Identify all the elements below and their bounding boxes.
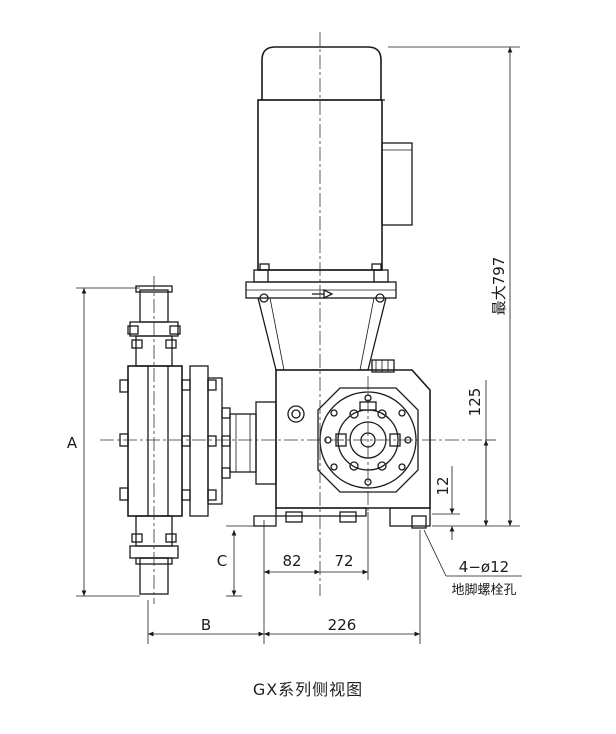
- dim-226: 226: [328, 616, 357, 634]
- dim-holes: 4−ø12: [459, 558, 509, 576]
- motor: [245, 46, 413, 371]
- dim-height-max: 最大797: [490, 257, 508, 316]
- dim-82: 82: [282, 552, 301, 570]
- dim-c: C: [217, 552, 227, 570]
- dim-72: 72: [334, 552, 353, 570]
- dim-12: 12: [434, 476, 452, 495]
- dim-125: 125: [466, 388, 484, 417]
- gearbox-housing: [253, 359, 431, 529]
- dim-b: B: [201, 616, 211, 634]
- dim-a: A: [67, 434, 78, 452]
- centerlines: [100, 32, 486, 604]
- figure-caption: GX系列侧视图: [252, 680, 364, 699]
- dim-holes-note: 地脚螺栓孔: [451, 582, 516, 598]
- dimension-lines: [76, 46, 522, 644]
